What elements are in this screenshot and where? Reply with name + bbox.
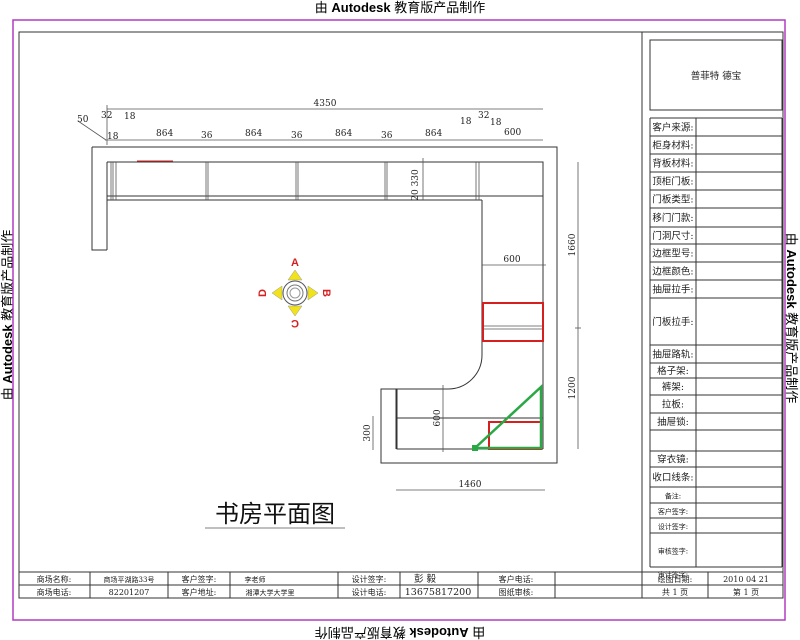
compass-label-a: A	[291, 257, 299, 269]
field-label: 设计签字:	[658, 522, 688, 531]
view-direction-compass: A B C D	[257, 257, 332, 329]
svg-text:864: 864	[335, 129, 352, 139]
compass-label-d: D	[257, 289, 269, 297]
svg-text:商场名称:: 商场名称:	[37, 574, 72, 584]
field-label: 背板材料:	[652, 158, 693, 170]
watermark-top: 由 Autodesk 教育版产品制作	[315, 0, 486, 15]
watermark-right: 由 Autodesk 教育版产品制作	[784, 233, 799, 404]
svg-text:36: 36	[201, 131, 213, 141]
watermark-left: 由 Autodesk 教育版产品制作	[0, 230, 15, 401]
svg-text:彭 毅: 彭 毅	[414, 573, 437, 585]
field-label: 裤架:	[662, 381, 684, 393]
svg-text:1200: 1200	[568, 376, 578, 399]
field-label: 客户来源:	[652, 122, 693, 134]
svg-text:绘图日期:: 绘图日期:	[658, 574, 693, 584]
field-label: 边框型号:	[652, 248, 693, 260]
svg-text:82201207: 82201207	[109, 588, 150, 597]
svg-text:864: 864	[425, 129, 442, 139]
field-label: 抽屉拉手:	[652, 284, 693, 296]
svg-text:864: 864	[156, 129, 173, 139]
svg-text:13675817200: 13675817200	[405, 587, 472, 598]
svg-text:600: 600	[503, 255, 520, 265]
field-label: 抽屉锁:	[657, 416, 689, 428]
svg-text:36: 36	[381, 131, 393, 141]
svg-text:由 Autodesk 教育版产品制作: 由 Autodesk 教育版产品制作	[784, 233, 799, 404]
svg-text:1660: 1660	[568, 233, 578, 256]
field-label: 审核签字:	[658, 547, 688, 556]
svg-text:32: 32	[101, 111, 112, 121]
field-label: 收口线条:	[652, 472, 693, 484]
svg-text:36: 36	[291, 131, 303, 141]
svg-text:由 Autodesk 教育版产品制作: 由 Autodesk 教育版产品制作	[315, 625, 486, 640]
field-label: 门板拉手:	[652, 316, 693, 328]
field-label: 穿衣镜:	[657, 454, 689, 466]
svg-text:由 Autodesk 教育版产品制作: 由 Autodesk 教育版产品制作	[315, 0, 486, 15]
floor-plan	[91, 146, 558, 464]
svg-text:湘潭大学大学里: 湘潭大学大学里	[246, 588, 295, 597]
svg-text:18: 18	[107, 132, 119, 142]
svg-text:300: 300	[363, 424, 373, 441]
compass-label-c: C	[291, 317, 299, 329]
svg-text:客户电话:: 客户电话:	[499, 574, 534, 584]
brand-label: 普菲特 德宝	[691, 70, 742, 82]
dimensions: 4350 50 32 18 18 864 36 864 36 864 36 86…	[77, 99, 581, 491]
svg-text:李老师: 李老师	[245, 575, 266, 584]
watermark-bottom: 由 Autodesk 教育版产品制作	[315, 625, 486, 640]
svg-text:600: 600	[433, 409, 443, 426]
svg-text:20 330: 20 330	[411, 169, 421, 201]
svg-text:共 1 页: 共 1 页	[662, 588, 688, 597]
drawing-title: 书房平面图	[215, 500, 335, 528]
svg-text:18: 18	[460, 117, 472, 127]
svg-text:32: 32	[478, 111, 489, 121]
field-label: 抽屉路轨:	[652, 349, 693, 361]
svg-text:商场电话:: 商场电话:	[37, 587, 72, 597]
field-label: 拉板:	[662, 399, 684, 411]
svg-text:第 1 页: 第 1 页	[733, 587, 759, 597]
svg-text:客户签字:: 客户签字:	[182, 574, 217, 584]
svg-text:864: 864	[245, 129, 262, 139]
red-highlight-lower	[488, 421, 542, 450]
svg-text:商场平湖路33号: 商场平湖路33号	[104, 575, 155, 584]
svg-text:50: 50	[77, 115, 89, 125]
field-label: 门板类型:	[652, 194, 693, 206]
field-label: 柜身材料:	[652, 140, 693, 152]
svg-text:18: 18	[124, 112, 136, 122]
svg-text:设计电话:: 设计电话:	[352, 587, 387, 597]
red-highlight-upper	[482, 302, 544, 342]
field-label: 边框颜色:	[652, 266, 693, 278]
svg-text:4350: 4350	[314, 99, 337, 109]
svg-text:1460: 1460	[459, 480, 482, 490]
svg-text:2010 04 21: 2010 04 21	[723, 575, 769, 584]
field-label: 顶柜门板:	[652, 176, 693, 188]
svg-text:18: 18	[490, 118, 502, 128]
bottom-info-table: 商场名称: 商场平湖路33号 客户签字: 李老师 设计签字: 彭 毅 客户电话:…	[19, 571, 783, 598]
svg-text:600: 600	[504, 128, 521, 138]
field-label: 审计签字:	[658, 570, 688, 579]
svg-text:设计签字:: 设计签字:	[352, 574, 387, 584]
field-label: 移门门款:	[652, 212, 693, 224]
svg-text:图纸审核:: 图纸审核:	[499, 587, 534, 597]
field-label: 格子架:	[657, 365, 689, 377]
field-label: 门洞尺寸:	[652, 230, 693, 242]
field-label: 备注:	[665, 492, 681, 501]
field-label: 客户签字:	[658, 507, 688, 516]
svg-text:由 Autodesk 教育版产品制作: 由 Autodesk 教育版产品制作	[0, 230, 15, 401]
svg-text:客户地址:: 客户地址:	[182, 587, 217, 597]
sheet-border	[12, 19, 786, 621]
compass-label-b: B	[320, 289, 332, 297]
title-block: 普菲特 德宝 客户来源: 柜身材料: 背板材料: 顶柜门板: 门板类型: 移门门款: 门洞尺…	[649, 39, 783, 579]
drawing-frame	[18, 31, 784, 599]
green-triangle	[471, 384, 543, 450]
